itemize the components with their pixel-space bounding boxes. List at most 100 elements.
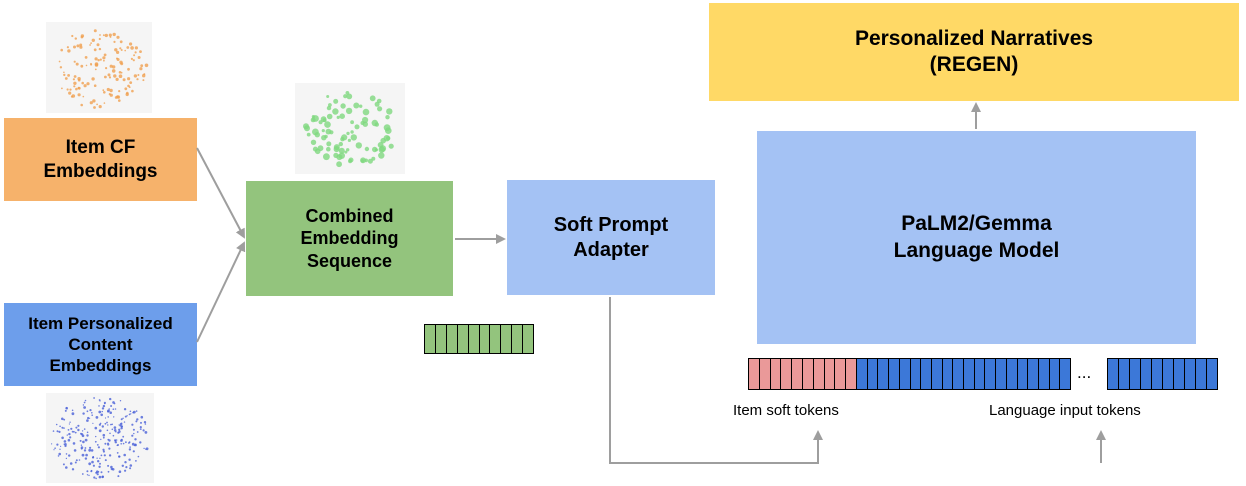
scatter-dot	[108, 447, 111, 450]
scatter-dot	[124, 469, 127, 472]
scatter-dot	[68, 423, 70, 425]
scatter-dot	[136, 78, 139, 81]
scatter-dot	[321, 129, 325, 133]
scatter-dot	[107, 73, 111, 77]
scatter-dot	[58, 452, 61, 456]
scatter-dot	[91, 38, 95, 42]
scatter-dot	[102, 450, 105, 453]
scatter-dot	[102, 89, 105, 92]
scatter-dot	[134, 438, 137, 441]
scatter-dot	[346, 93, 353, 100]
scatter-dot	[56, 443, 59, 446]
scatter-dot	[122, 435, 125, 438]
adapter-to-soft-tokens-arrow	[609, 297, 823, 464]
scatter-dot	[124, 415, 127, 418]
scatter-dot	[96, 103, 98, 106]
scatter-dot	[136, 431, 139, 433]
scatter-dot	[120, 418, 123, 421]
scatter-dot	[131, 442, 135, 446]
scatter-dot	[80, 446, 84, 449]
scatter-dot	[142, 79, 145, 82]
scatter-dot	[60, 48, 63, 52]
scatter-dot	[69, 462, 73, 465]
scatter-dot	[109, 64, 113, 68]
scatter-dot	[99, 58, 102, 61]
scatter-dot	[338, 152, 345, 159]
scatter-dot	[118, 432, 120, 434]
scatter-dot	[109, 88, 113, 93]
scatter-dot	[97, 446, 100, 449]
scatter-dot	[129, 42, 133, 46]
scatter-dot	[128, 441, 131, 444]
scatter-dot	[71, 412, 75, 416]
scatter-dot	[137, 56, 141, 59]
scatter-dot	[59, 66, 63, 69]
scatter-dot	[77, 86, 80, 90]
scatter-dot	[87, 416, 90, 420]
scatter-dot	[93, 106, 96, 109]
scatter-dot	[98, 429, 102, 433]
scatter-dot	[124, 87, 128, 91]
scatter-dot	[133, 74, 138, 78]
scatter-dot	[134, 46, 138, 50]
scatter-dot	[364, 146, 370, 152]
scatter-dot	[71, 409, 74, 412]
scatter-dot	[97, 59, 100, 62]
scatter-dot	[100, 471, 103, 474]
scatter-dot	[65, 453, 68, 455]
scatter-dot	[102, 56, 106, 60]
scatter-dot	[70, 427, 73, 430]
scatter-dot	[350, 130, 354, 134]
scatter-dot	[93, 84, 97, 87]
scatter-dot	[127, 67, 130, 71]
scatter-dot	[131, 423, 134, 426]
scatter-dot	[113, 40, 116, 43]
scatter-dot	[128, 86, 131, 89]
item-cf-embeddings-box: Item CF Embeddings	[4, 118, 197, 201]
scatter-dot	[73, 81, 77, 85]
scatter-dot	[340, 103, 346, 109]
scatter-dot	[86, 470, 89, 473]
scatter-dot	[116, 95, 121, 99]
scatter-dot	[54, 447, 56, 449]
scatter-dot	[118, 428, 121, 431]
scatter-dot	[100, 438, 102, 441]
scatter-dot	[134, 51, 137, 54]
scatter-dot	[81, 434, 85, 438]
scatter-dot	[67, 438, 71, 442]
scatter-dot	[136, 418, 139, 421]
scatter-dot	[69, 436, 72, 439]
scatter-dot	[98, 410, 102, 414]
scatter-dot	[80, 64, 84, 68]
scatter-dot	[124, 461, 127, 464]
scatter-dot	[98, 47, 102, 51]
scatter-dot	[125, 441, 127, 444]
scatter-dot	[110, 465, 113, 469]
scatter-dot	[371, 119, 378, 127]
scatter-dot	[144, 63, 149, 68]
scatter-dot	[318, 120, 323, 125]
scatter-dot	[93, 397, 95, 399]
scatter-dot	[99, 400, 101, 402]
scatter-dot	[326, 141, 332, 147]
scatter-dot	[350, 120, 354, 125]
scatter-dot	[80, 444, 83, 446]
scatter-dot	[104, 33, 108, 38]
scatter-dot	[112, 408, 115, 410]
scatter-dot	[129, 81, 133, 84]
scatter-dot	[112, 32, 116, 37]
scatter-dot	[130, 57, 133, 61]
scatter-dot	[83, 401, 86, 404]
item-soft-token-strip	[748, 358, 857, 390]
scatter-dot	[132, 450, 135, 453]
scatter-dot	[80, 103, 83, 107]
scatter-dot	[100, 413, 103, 417]
scatter-dot	[98, 465, 101, 468]
scatter-dot	[111, 468, 115, 471]
scatter-dot	[332, 108, 339, 115]
scatter-dot	[102, 34, 105, 37]
scatter-dot	[101, 407, 105, 410]
scatter-dot	[114, 441, 118, 444]
scatter-dot	[386, 136, 391, 141]
scatter-dot	[93, 29, 97, 33]
